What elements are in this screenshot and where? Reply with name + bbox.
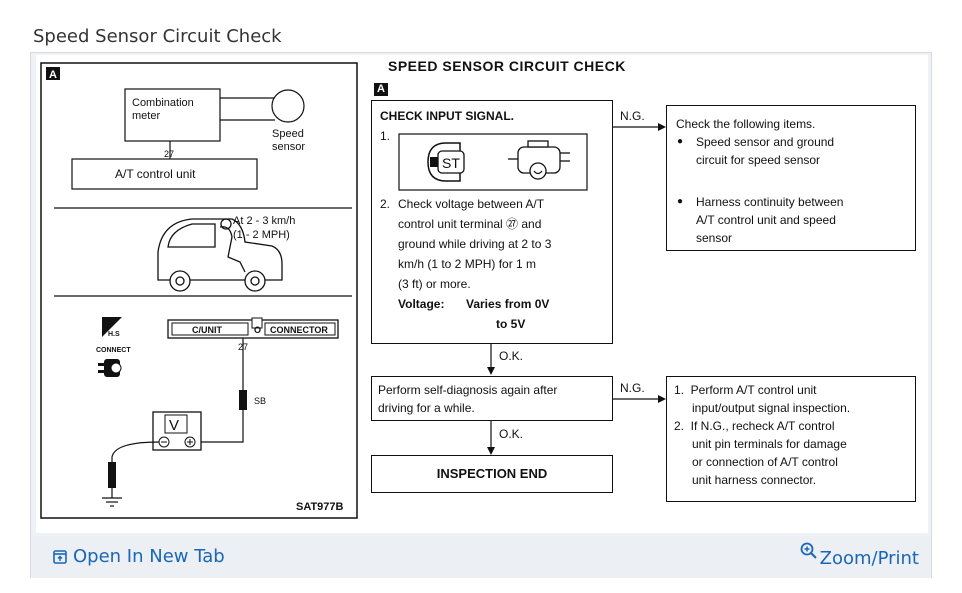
connect-label: CONNECT [96, 347, 131, 354]
left-panel-illustration: A Combination meter Speed sensor 27 A/T … [40, 62, 358, 519]
inspection-end-box [371, 455, 613, 493]
ignition-illustration: ST [398, 133, 588, 191]
voltmeter-v: V [169, 417, 179, 434]
speed-sensor-label-2: sensor [272, 141, 305, 153]
signal-inspection-box [666, 376, 916, 502]
inspection-line-6: unit harness connector. [692, 473, 817, 487]
speed-label-1: At 2 - 3 km/h [233, 215, 295, 227]
st-label: ST [442, 155, 460, 171]
check-items-box [666, 105, 916, 251]
page-title: Speed Sensor Circuit Check [33, 26, 282, 47]
connector-label: CONNECTOR [270, 325, 328, 335]
bullet-1: ● [677, 136, 684, 147]
zoom-print-label: Zoom/Print [819, 548, 919, 569]
open-in-new-tab-label: Open In New Tab [73, 546, 225, 567]
voltage-value-2: to 5V [496, 317, 526, 331]
check-item-2-line-1: Harness continuity between [696, 195, 844, 209]
check-item-2-line-3: sensor [696, 231, 733, 245]
service-diagram: A Combination meter Speed sensor 27 A/T … [36, 55, 928, 533]
self-diagnosis-line-1: Perform self-diagnosis again after [378, 383, 558, 397]
combination-meter-box [124, 88, 221, 142]
combination-meter-label-2: meter [132, 110, 160, 122]
inspection-line-4: unit pin terminals for damage [692, 437, 847, 451]
step1-line-4: km/h (1 to 2 MPH) for 1 m [398, 257, 537, 271]
control-unit-box [71, 158, 258, 190]
flow-a-badge: A [374, 83, 388, 96]
self-diagnosis-line-2: driving for a while. [378, 401, 475, 415]
ok-label-2: O.K. [499, 427, 524, 441]
bullet-2: ● [677, 196, 684, 207]
check-item-1-line-2: circuit for speed sensor [696, 153, 821, 167]
speed-sensor-label: Speed [272, 128, 304, 140]
inspection-line-1: 1. Perform A/T control unit [674, 383, 817, 397]
voltage-label: Voltage: [398, 297, 445, 311]
inspection-line-5: or connection of A/T control [692, 455, 838, 469]
self-diagnosis-box [371, 376, 613, 421]
unit-label: C/UNIT [192, 325, 222, 335]
hs-label: H.S [108, 331, 120, 338]
diagram-heading: SPEED SENSOR CIRCUIT CHECK [388, 58, 626, 74]
step1-line-2: control unit terminal ㉗ and [398, 217, 542, 231]
speed-sensor-icon [271, 89, 305, 123]
ignition-key-icon: ST [427, 142, 465, 182]
probe-black [108, 462, 116, 488]
step1-line-1: Check voltage between A/T [398, 197, 545, 211]
step1-line-5: (3 ft) or more. [398, 277, 471, 291]
voltage-value-1: Varies from 0V [466, 297, 550, 311]
probe-red [239, 390, 247, 410]
zoom-in-icon [800, 542, 817, 559]
inspection-line-3: 2. If N.G., recheck A/T control [674, 419, 835, 433]
zoom-print-link[interactable]: Zoom/Print [800, 542, 919, 569]
speed-label-2: (1 - 2 MPH) [233, 229, 290, 241]
step1-line-3: ground while driving at 2 to 3 [398, 237, 552, 251]
step1-title: CHECK INPUT SIGNAL. [380, 109, 515, 123]
connector-plug-icon [98, 359, 122, 377]
ng-label-2: N.G. [620, 381, 645, 395]
engine-icon [508, 140, 570, 180]
step1-num1: 1. [380, 129, 391, 143]
car-icon [157, 218, 283, 292]
terminal-27-label: 27 [164, 149, 174, 159]
step1-num2: 2. [380, 197, 391, 211]
figure-footer: Open In New Tab Zoom/Print [31, 536, 931, 578]
check-item-1-line-1: Speed sensor and ground [696, 135, 835, 149]
diagram-frame: A Combination meter Speed sensor 27 A/T … [30, 52, 932, 578]
control-unit-label: A/T control unit [115, 167, 196, 181]
combination-meter-label: Combination [132, 97, 194, 109]
ng-label-1: N.G. [620, 109, 645, 123]
inspection-line-2: input/output signal inspection. [692, 401, 851, 415]
svg-text:O: O [254, 325, 261, 335]
wire-label: SB [254, 396, 266, 406]
check-item-2-line-2: A/T control unit and speed [696, 213, 836, 227]
panel-a-badge [46, 67, 60, 80]
open-in-new-tab-link[interactable]: Open In New Tab [53, 546, 225, 567]
inspection-end-label: INSPECTION END [436, 466, 548, 481]
figure-code: SAT977B [296, 501, 344, 513]
panel-a-letter: A [49, 69, 57, 81]
ok-label-1: O.K. [499, 349, 524, 363]
check-items-intro: Check the following items. [676, 117, 816, 131]
open-tab-icon [53, 550, 67, 564]
hs-icon: H.S [102, 317, 122, 338]
